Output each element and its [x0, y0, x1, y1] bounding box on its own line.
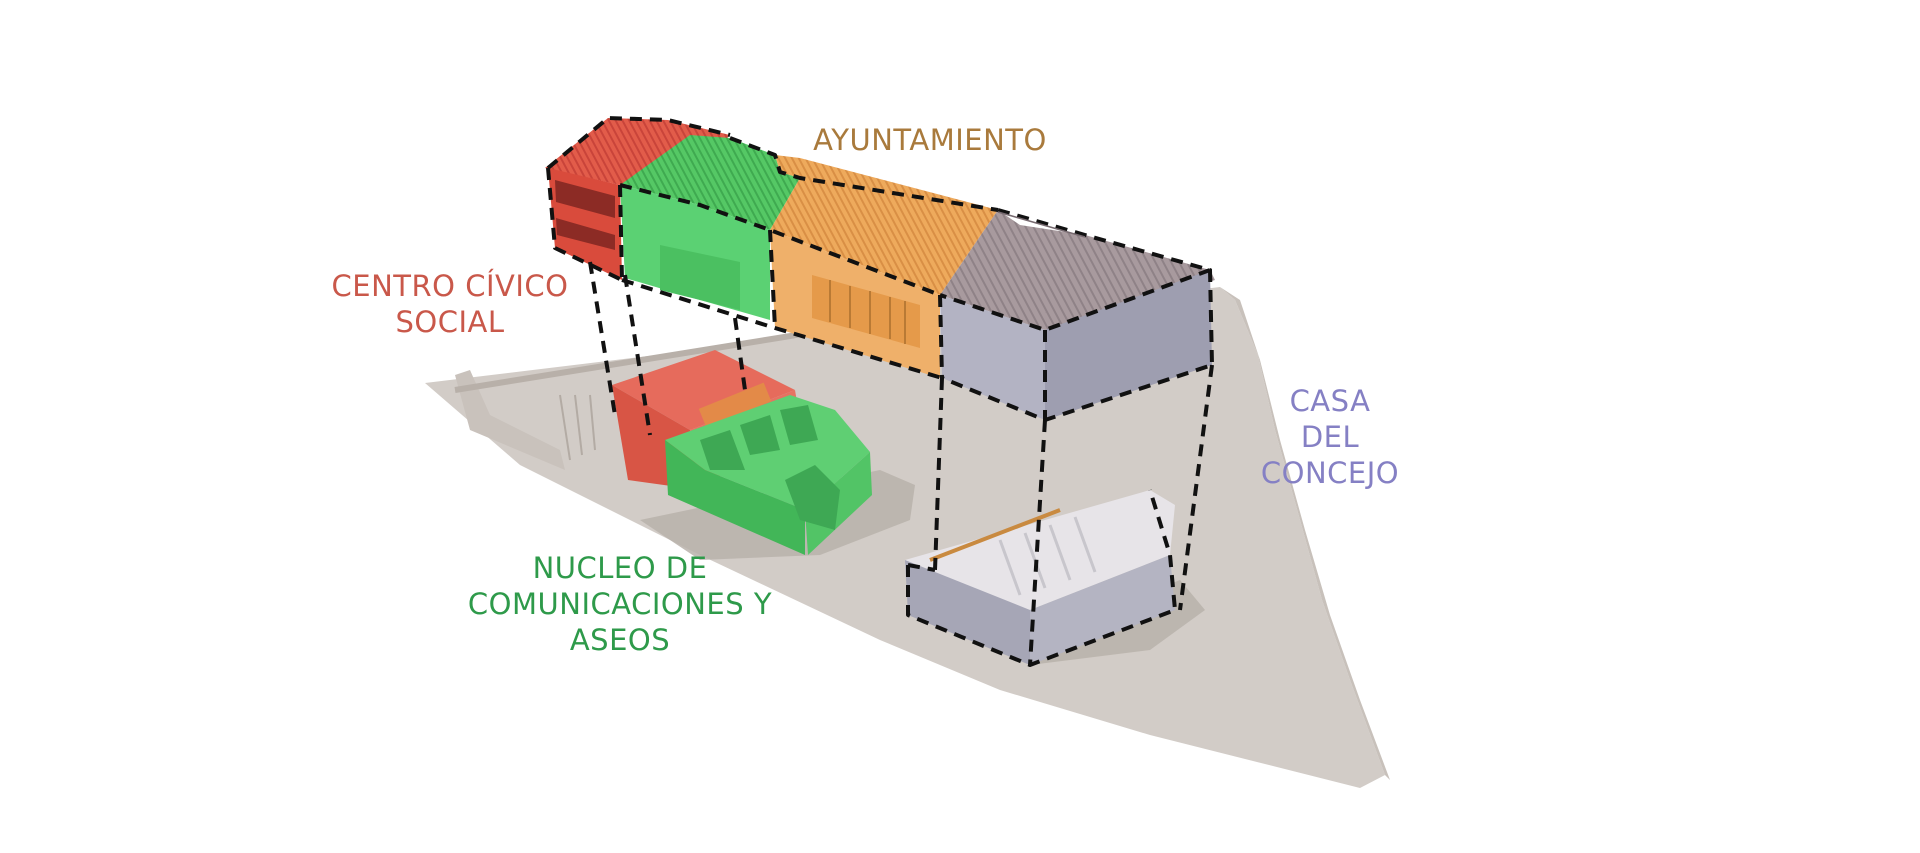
label-casa-concejo-line-3: CONCEJO	[1260, 456, 1400, 490]
label-ayuntamiento: AYUNTAMIENTO	[800, 122, 1060, 158]
roof-ridge	[997, 211, 1086, 238]
nucleo-ground-floor	[665, 395, 872, 555]
label-nucleo-line-2: COMUNICACIONES Y	[467, 587, 773, 621]
casa-concejo-volume	[940, 210, 1215, 420]
label-casa-concejo: CASA DEL CONCEJO	[1230, 383, 1430, 491]
ayuntamiento-volume	[770, 155, 998, 378]
label-casa-concejo-line-2: DEL	[1300, 420, 1360, 454]
label-nucleo-line-1: NUCLEO DE	[532, 551, 708, 585]
label-centro-civico-line-1: CENTRO CÍVICO	[331, 269, 569, 303]
label-ayuntamiento-line-1: AYUNTAMIENTO	[813, 123, 1047, 157]
label-casa-concejo-line-1: CASA	[1289, 384, 1371, 418]
label-centro-civico-line-2: SOCIAL	[395, 305, 505, 339]
casa-concejo-ground-floor	[905, 490, 1175, 665]
label-centro-civico: CENTRO CÍVICO SOCIAL	[300, 268, 600, 340]
dashed-outlines	[546, 116, 1214, 667]
nucleo-volume	[620, 135, 800, 320]
label-nucleo: NUCLEO DE COMUNICACIONES Y ASEOS	[440, 550, 800, 658]
label-nucleo-line-3: ASEOS	[569, 623, 671, 657]
